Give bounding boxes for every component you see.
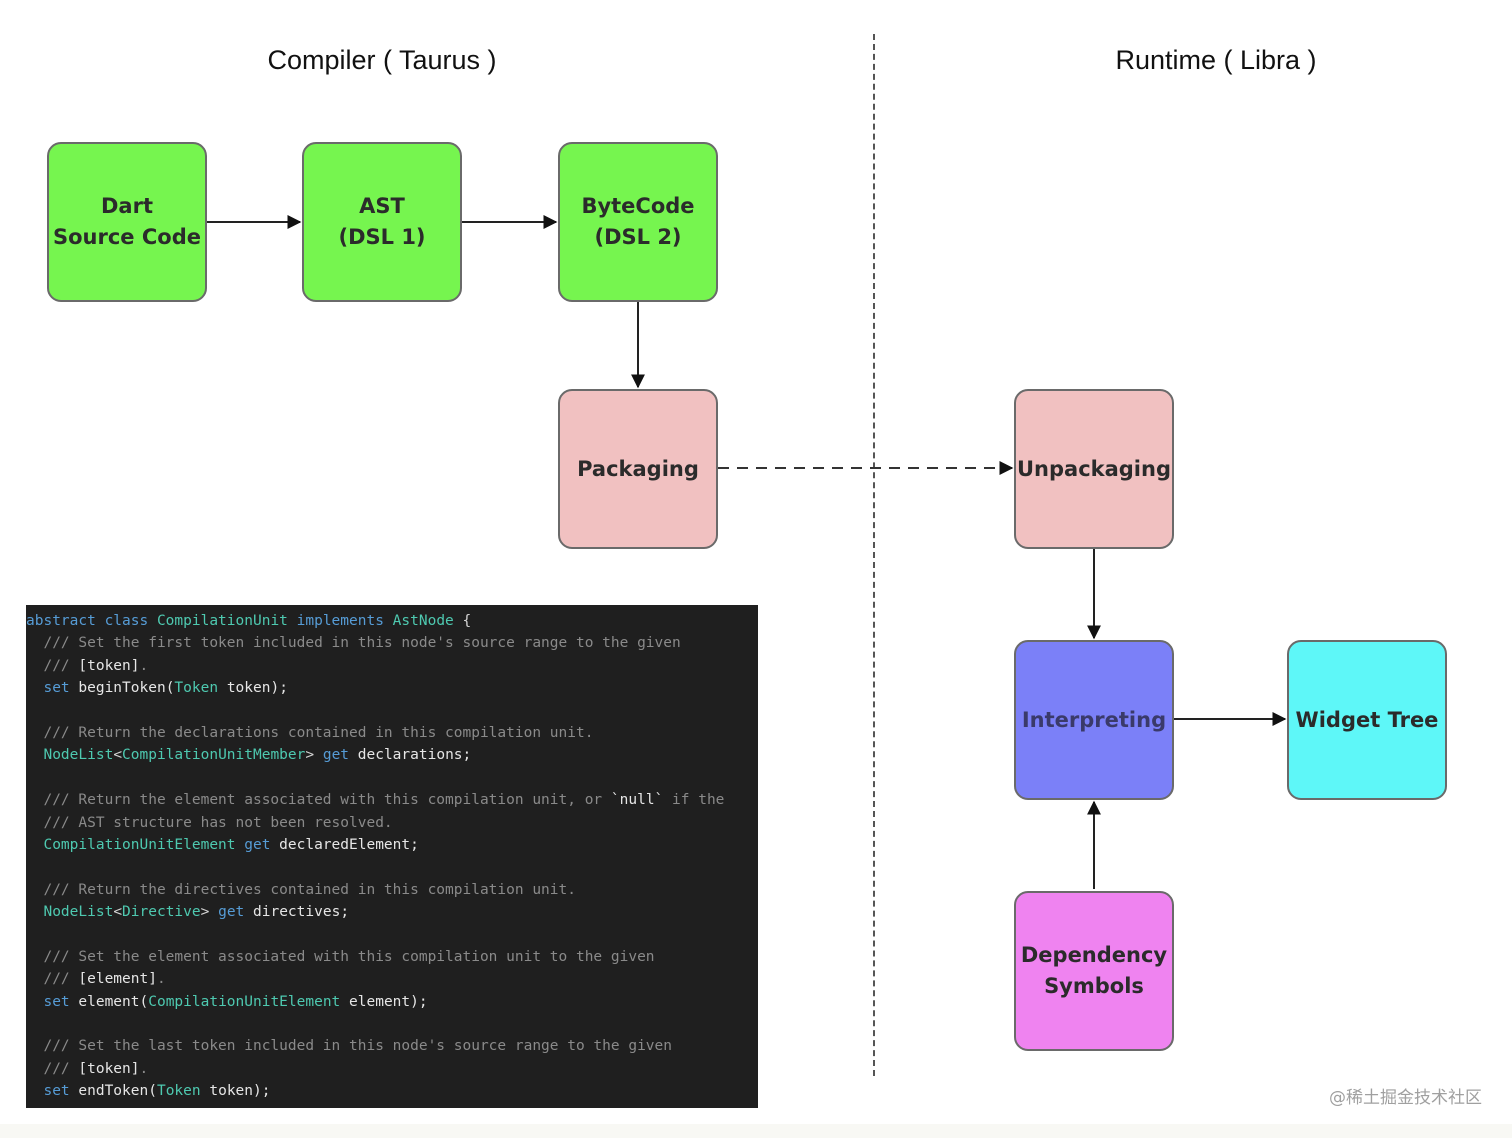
code-token: CompilationUnit (156, 613, 297, 629)
code-token: get (322, 747, 358, 764)
code-line: /// Return the element associated with t… (26, 789, 758, 811)
code-line: /// Return the directives contained in t… (26, 879, 758, 901)
code-line (26, 767, 758, 789)
code-line: abstract class CompilationUnit implement… (26, 610, 758, 632)
code-token: implements (296, 613, 393, 629)
compiler-section-title: Compiler ( Taurus ) (267, 45, 497, 75)
code-token: > (305, 747, 323, 764)
code-token: /// Set the first token included in this… (26, 635, 681, 652)
code-token: < (113, 904, 123, 921)
code-line: /// Set the first token included in this… (26, 632, 758, 654)
node-label: Interpreting (1021, 707, 1167, 732)
code-line (26, 700, 758, 722)
code-token: CompilationUnitElement (26, 836, 245, 853)
node-dart-source-code: Dart Source Code (47, 142, 207, 302)
code-token: CompilationUnitElement (148, 993, 350, 1010)
code-token: AstNode (392, 613, 463, 629)
code-token: CompilationUnitMember (122, 747, 306, 764)
code-token: Directive (122, 904, 201, 921)
code-line: NodeList<Directive> get directives; (26, 901, 758, 923)
code-token: NodeList (26, 747, 114, 764)
code-line: /// Set the last token included in this … (26, 1035, 758, 1057)
node-interpreting: Interpreting (1014, 640, 1174, 800)
code-token: /// Return the declarations contained in… (26, 724, 594, 741)
code-token: [token] (78, 657, 140, 674)
code-token: element); (349, 993, 428, 1010)
code-line (26, 923, 758, 945)
code-line: /// Return the declarations contained in… (26, 722, 758, 744)
node-label: Packaging (577, 456, 699, 481)
code-token: beginToken( (78, 680, 175, 697)
watermark: @稀土掘金技术社区 (1329, 1088, 1482, 1108)
code-line: NodeList<CompilationUnitMember> get decl… (26, 744, 758, 766)
code-line: /// [element]. (26, 968, 758, 990)
code-token: Token (156, 1083, 210, 1100)
code-token: set (26, 1083, 79, 1100)
code-snippet-panel: abstract class CompilationUnit implement… (26, 605, 758, 1108)
node-unpackaging: Unpackaging (1014, 389, 1174, 549)
node-widget-tree: Widget Tree (1287, 640, 1447, 800)
node-label: AST (DSL 1) (338, 194, 426, 249)
compiler-runtime-divider (873, 34, 875, 1076)
code-line: /// Set the element associated with this… (26, 946, 758, 968)
node-bytecode: ByteCode (DSL 2) (558, 142, 718, 302)
node-label: Dart Source Code (53, 194, 201, 249)
code-line (26, 856, 758, 878)
code-token: token); (226, 680, 288, 697)
code-token: /// Set the element associated with this… (26, 948, 655, 965)
code-token: /// AST structure has not been resolved. (26, 814, 393, 831)
node-label: Widget Tree (1295, 707, 1439, 732)
code-line: set element(CompilationUnitElement eleme… (26, 991, 758, 1013)
code-line: set endToken(Token token); (26, 1080, 758, 1102)
node-label: Dependency Symbols (1020, 943, 1168, 998)
code-token: set (26, 993, 79, 1010)
runtime-section-title: Runtime ( Libra ) (1115, 45, 1317, 75)
code-token: directives; (253, 904, 350, 921)
code-token: /// (26, 971, 79, 988)
code-token: element( (78, 993, 149, 1010)
code-token: /// (26, 1060, 79, 1077)
code-token: declarations; (357, 747, 472, 764)
code-token: Token (174, 680, 227, 697)
code-token: /// (26, 657, 79, 674)
code-token: set (26, 680, 79, 697)
code-line: set beginToken(Token token); (26, 677, 758, 699)
code-token: . (139, 1060, 149, 1077)
code-token: /// Set the last token included in this … (26, 1038, 673, 1055)
code-token: < (113, 747, 123, 764)
code-token: . (139, 657, 149, 674)
code-token: abstract class (26, 613, 157, 629)
code-token: get (244, 836, 280, 853)
code-line: /// [token]. (26, 1058, 758, 1080)
code-line (26, 1013, 758, 1035)
node-label: Unpackaging (1016, 456, 1171, 481)
code-token: endToken( (78, 1083, 157, 1100)
node-dependency-symbols: Dependency Symbols (1014, 891, 1174, 1051)
code-token: NodeList (26, 904, 114, 921)
node-label: ByteCode (DSL 2) (581, 194, 695, 249)
code-token: /// Return the element associated with t… (26, 792, 611, 809)
code-token: `null` (610, 792, 664, 809)
bottom-strip (0, 1124, 1512, 1138)
code-token: get (218, 904, 254, 921)
code-token: declaredElement; (279, 836, 419, 853)
code-token: { (462, 613, 472, 629)
code-token: /// Return the directives contained in t… (26, 881, 576, 898)
node-ast: AST (DSL 1) (302, 142, 462, 302)
code-token: . (156, 971, 166, 988)
node-packaging: Packaging (558, 389, 718, 549)
code-token: [token] (78, 1060, 140, 1077)
code-token: token); (209, 1083, 271, 1100)
code-line: /// AST structure has not been resolved. (26, 812, 758, 834)
code-line: CompilationUnitElement get declaredEleme… (26, 834, 758, 856)
code-line: /// [token]. (26, 655, 758, 677)
code-token: [element] (78, 971, 157, 988)
code-token: if the (663, 792, 725, 809)
code-token: > (200, 904, 219, 921)
